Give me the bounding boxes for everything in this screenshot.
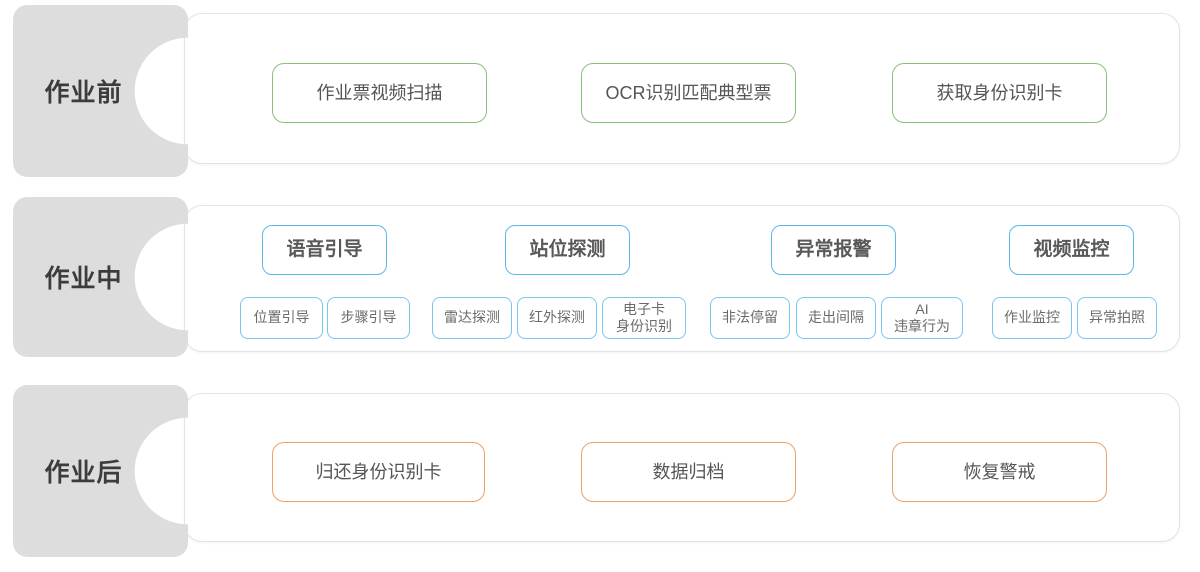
during-sub-box[interactable]: 电子卡 身份识别 [602, 297, 686, 339]
during-main-box[interactable]: 异常报警 [771, 225, 896, 275]
post-task-box[interactable]: 恢复警戒 [892, 442, 1107, 502]
phase-label-text: 作业前 [44, 79, 123, 107]
post-task-box[interactable]: 数据归档 [581, 442, 796, 502]
during-sub-box[interactable]: 位置引导 [240, 297, 323, 339]
phase-items-pre: 作业票视频扫描 OCR识别匹配典型票 获取身份识别卡 [0, 0, 1200, 182]
during-main-box[interactable]: 视频监控 [1009, 225, 1134, 275]
during-sub-box[interactable]: 红外探测 [517, 297, 597, 339]
phase-label-post: 作业后 [13, 385, 188, 557]
during-sub-box[interactable]: 异常拍照 [1077, 297, 1157, 339]
phase-label-during: 作业中 [13, 197, 188, 357]
phase-row-pre: 作业前 作业票视频扫描 OCR识别匹配典型票 获取身份识别卡 [0, 0, 1200, 182]
phase-row-during: 作业中 语音引导位置引导步骤引导 站位探测雷达探测红外探测电子卡 身份识别 异常报警… [0, 192, 1200, 362]
phase-label-text: 作业中 [44, 265, 123, 293]
phase-items-during: 语音引导位置引导步骤引导 站位探测雷达探测红外探测电子卡 身份识别 异常报警非法停留… [0, 192, 1200, 362]
pre-task-box[interactable]: 获取身份识别卡 [892, 63, 1107, 123]
during-sub-box[interactable]: 步骤引导 [327, 297, 410, 339]
pre-task-box[interactable]: 作业票视频扫描 [272, 63, 487, 123]
during-sub-box[interactable]: 雷达探测 [432, 297, 512, 339]
during-sub-box[interactable]: AI 违章行为 [881, 297, 963, 339]
post-task-box[interactable]: 归还身份识别卡 [272, 442, 485, 502]
phase-items-post: 归还身份识别卡 数据归档 恢复警戒 [0, 380, 1200, 560]
during-sub-box[interactable]: 非法停留 [710, 297, 790, 339]
during-sub-box[interactable]: 作业监控 [992, 297, 1072, 339]
during-sub-box[interactable]: 走出间隔 [796, 297, 876, 339]
phase-row-post: 作业后 归还身份识别卡 数据归档 恢复警戒 [0, 380, 1200, 560]
during-main-box[interactable]: 站位探测 [505, 225, 630, 275]
phase-label-text: 作业后 [44, 459, 123, 487]
pre-task-box[interactable]: OCR识别匹配典型票 [581, 63, 796, 123]
phase-label-pre: 作业前 [13, 5, 188, 177]
during-main-box[interactable]: 语音引导 [262, 225, 387, 275]
